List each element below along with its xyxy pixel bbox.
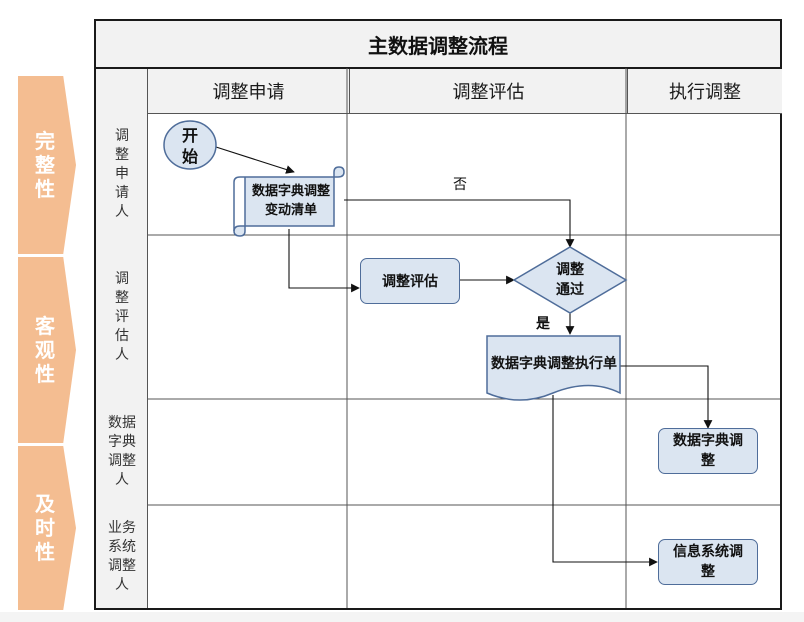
start-node: 开始 <box>172 123 208 169</box>
swimlane-frame: 主数据调整流程 调整申请 调整评估 执行调整 调整申请人 调整评估人 数据字典调… <box>94 19 782 610</box>
column-header-execute: 执行调整 <box>669 82 741 103</box>
lane-label-evaluator: 调整评估人 <box>96 235 148 399</box>
side-chevron-label: 完整性 <box>35 129 55 201</box>
exec-form-label: 数据字典调整执行单 <box>491 356 617 372</box>
evaluate-node: 调整评估 <box>360 258 460 304</box>
system-adjust-label: 信息系统调整 <box>673 544 743 580</box>
lane-label-requester: 调整申请人 <box>96 113 148 235</box>
dict-adjust-label: 数据字典调整 <box>673 433 743 469</box>
flowchart-title: 主数据调整流程 <box>96 21 780 69</box>
column-header-request: 调整申请 <box>148 69 350 113</box>
lane-label-text: 数据字典调整人 <box>108 415 136 488</box>
request-form-node: 数据字典调整变动清单 <box>248 178 334 224</box>
side-chevron-label: 客观性 <box>35 314 55 386</box>
exec-form-node: 数据字典调整执行单 <box>490 340 618 388</box>
side-chevron-objectivity: 客观性 <box>18 257 76 443</box>
lane-label-text: 调整申请人 <box>115 127 129 220</box>
dict-adjust-node: 数据字典调整 <box>658 428 758 474</box>
side-chevron-label: 及时性 <box>35 492 55 564</box>
lane-label-text: 业务系统调整人 <box>108 519 136 593</box>
column-header-evaluate: 调整评估 <box>350 69 628 113</box>
bottom-strip <box>0 612 804 622</box>
evaluate-label: 调整评估 <box>382 274 438 290</box>
decision-node: 调整通过 <box>540 259 600 301</box>
lane-label-column: 调整申请人 调整评估人 数据字典调整人 业务系统调整人 <box>96 69 148 608</box>
lane-label-text: 调整评估人 <box>115 270 129 363</box>
column-header-row: 调整申请 调整评估 执行调整 <box>148 69 782 114</box>
decision-label: 调整通过 <box>556 262 584 298</box>
request-form-label: 数据字典调整变动清单 <box>251 184 330 218</box>
side-chevron-timeliness: 及时性 <box>18 446 76 610</box>
system-adjust-node: 信息系统调整 <box>658 539 758 585</box>
side-chevron-completeness: 完整性 <box>18 76 76 254</box>
lane-label-system-adjuster: 业务系统调整人 <box>96 505 148 608</box>
lane-label-dict-adjuster: 数据字典调整人 <box>96 399 148 505</box>
start-label: 开始 <box>181 126 198 166</box>
